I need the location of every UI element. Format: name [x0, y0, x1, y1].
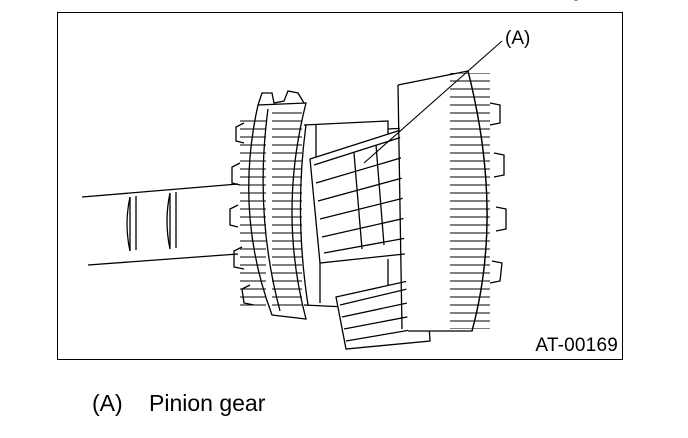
figure-code: AT-00169: [535, 335, 618, 356]
callout-leader-line: [363, 40, 503, 164]
pinion-gear-lower: [335, 276, 431, 350]
cropped-heading-fragment: [540, 0, 600, 4]
right-ring-gear: [397, 70, 507, 332]
legend-key: (A): [92, 390, 123, 416]
figure-frame: (A) AT-00169: [57, 12, 623, 360]
gear-assembly-illustration: [81, 40, 507, 350]
left-ring-gear: [229, 90, 307, 320]
pinion-gear-upper: [309, 128, 415, 264]
legend: (A) Pinion gear: [92, 390, 265, 417]
legend-text: Pinion gear: [149, 390, 266, 416]
shaft: [81, 183, 239, 266]
callout-label: (A): [505, 28, 531, 49]
